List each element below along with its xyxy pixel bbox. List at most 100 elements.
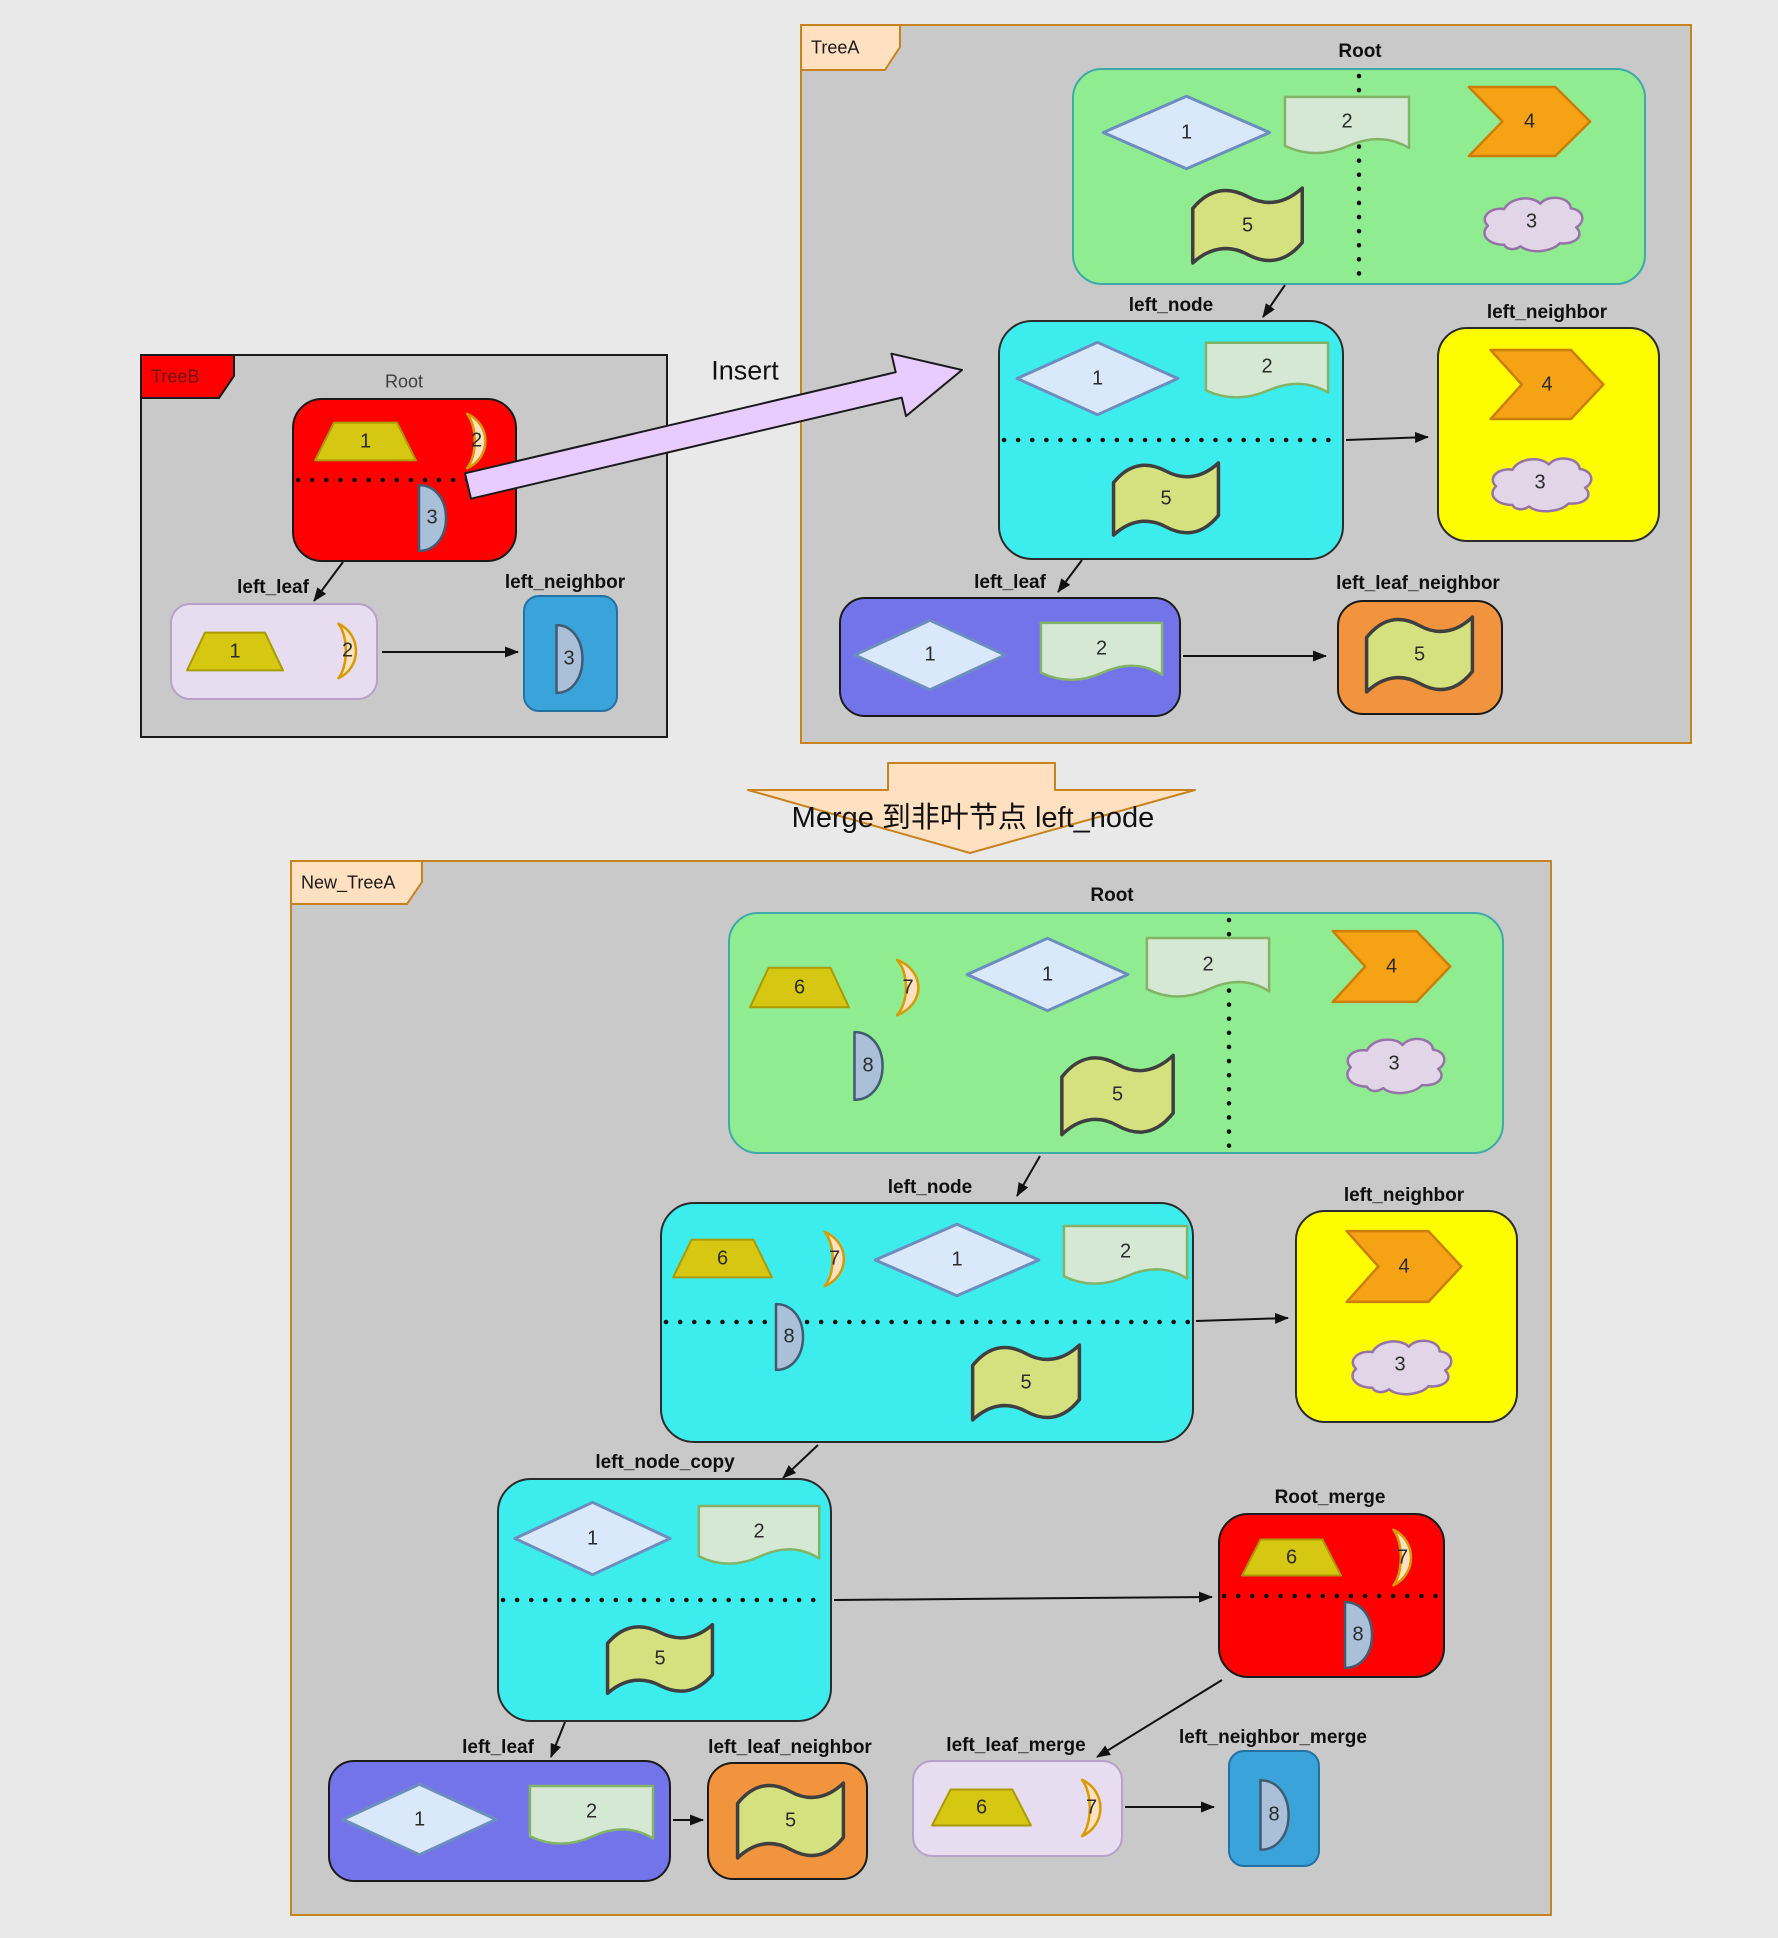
paper-shape[interactable]: 2 <box>695 1503 823 1577</box>
cloud-shape[interactable]: 3 <box>1485 445 1595 520</box>
node-label-new_treea-root_merge: Root_merge <box>1274 1487 1386 1508</box>
chevron-shape[interactable]: 4 <box>1343 1228 1465 1305</box>
diamond-shape[interactable]: 1 <box>338 1782 501 1857</box>
halfcircle-shape[interactable]: 8 <box>1248 1778 1300 1852</box>
shape-number: 1 <box>359 430 372 452</box>
moon-shape[interactable]: 7 <box>1382 1528 1423 1587</box>
node-label-new_treea-left_neighbor: left_neighbor <box>1343 1185 1465 1206</box>
shape-number: 2 <box>341 639 354 662</box>
moon-shape[interactable]: 2 <box>327 622 368 680</box>
wave-shape[interactable]: 5 <box>603 1620 717 1698</box>
node-label-treea-root: Root <box>1338 41 1382 62</box>
shape-number: 2 <box>1119 1240 1132 1263</box>
shape-number: 2 <box>753 1520 765 1543</box>
shape-number: 1 <box>1041 963 1054 985</box>
shape-number: 6 <box>716 1247 729 1269</box>
shape-number: 1 <box>413 1808 426 1830</box>
shape-number: 5 <box>1160 487 1172 510</box>
wave-shape[interactable]: 5 <box>1109 458 1223 540</box>
frame-tab-label-TreeA: TreeA <box>811 37 860 58</box>
wave-shape[interactable]: 5 <box>733 1778 848 1863</box>
diamond-shape[interactable]: 1 <box>962 936 1133 1013</box>
node-label-treea-left_neighbor: left_neighbor <box>1486 302 1608 323</box>
wave-shape[interactable]: 5 <box>968 1340 1084 1425</box>
frame-tab-TreeB[interactable] <box>140 354 236 400</box>
shape-number: 6 <box>1285 1546 1298 1568</box>
trapezoid-shape[interactable]: 6 <box>671 1237 774 1280</box>
shape-number: 7 <box>1396 1546 1409 1568</box>
chevron-shape[interactable]: 4 <box>1487 347 1607 422</box>
shape-number: 1 <box>229 640 241 662</box>
chevron-shape[interactable]: 4 <box>1465 84 1594 159</box>
shape-number: 3 <box>1534 471 1546 493</box>
shape-number: 5 <box>784 1809 797 1831</box>
shape-number: 2 <box>1095 637 1108 659</box>
diamond-shape[interactable]: 1 <box>1012 340 1183 417</box>
halfcircle-shape[interactable]: 8 <box>842 1030 894 1102</box>
frame-tab-TreeA[interactable] <box>800 24 902 72</box>
shape-number: 5 <box>1241 214 1254 236</box>
shape-number: 8 <box>1268 1803 1280 1826</box>
node-label-treeb-left_neighbor: left_neighbor <box>504 572 626 593</box>
shape-number: 2 <box>1261 355 1273 378</box>
moon-shape[interactable]: 7 <box>1070 1778 1113 1838</box>
node-label-new_treea-left_leaf: left_leaf <box>462 1737 534 1758</box>
shape-number: 5 <box>1413 643 1426 665</box>
cloud-shape[interactable]: 3 <box>1477 184 1586 260</box>
paper-shape[interactable]: 2 <box>526 1783 657 1857</box>
wave-shape[interactable]: 5 <box>1188 183 1307 268</box>
shape-number: 3 <box>426 506 438 529</box>
diamond-shape[interactable]: 1 <box>1098 94 1275 171</box>
shape-number: 2 <box>470 429 483 452</box>
shape-number: 4 <box>1398 1255 1410 1277</box>
wave-shape[interactable]: 5 <box>1057 1050 1178 1140</box>
paper-shape[interactable]: 2 <box>1037 620 1166 693</box>
shape-number: 1 <box>586 1527 599 1549</box>
node-label-new_treea-left_node_copy: left_node_copy <box>595 1452 735 1473</box>
node-label-treea-left_node: left_node <box>1128 295 1214 316</box>
node-label-new_treea-left_neighbor_merge: left_neighbor_merge <box>1179 1727 1367 1748</box>
paper-shape[interactable]: 2 <box>1281 94 1413 166</box>
shape-number: 7 <box>1085 1796 1098 1819</box>
trapezoid-shape[interactable]: 6 <box>748 965 851 1010</box>
diamond-shape[interactable]: 1 <box>870 1222 1044 1298</box>
trapezoid-shape[interactable]: 1 <box>313 420 418 463</box>
halfcircle-shape[interactable]: 3 <box>545 623 593 695</box>
halfcircle-shape[interactable]: 3 <box>407 483 457 553</box>
shape-number: 2 <box>1202 953 1214 975</box>
node-label-treea-left_leaf: left_leaf <box>974 572 1046 593</box>
diamond-shape[interactable]: 1 <box>510 1500 675 1577</box>
node-label-new_treea-left_leaf_merge: left_leaf_merge <box>946 1735 1086 1756</box>
trapezoid-shape[interactable]: 1 <box>185 630 285 673</box>
node-label-treeb-root: Root <box>384 371 424 392</box>
shape-number: 3 <box>563 647 575 670</box>
wave-shape[interactable]: 5 <box>1362 612 1477 697</box>
trapezoid-shape[interactable]: 6 <box>930 1787 1033 1828</box>
chevron-shape[interactable]: 4 <box>1329 928 1454 1005</box>
frame-tab-label-New_TreeA: New_TreeA <box>301 872 396 893</box>
shape-number: 2 <box>585 1800 598 1823</box>
diamond-shape[interactable]: 1 <box>850 618 1010 692</box>
paper-shape[interactable]: 2 <box>1060 1223 1191 1297</box>
shape-number: 8 <box>1352 1623 1364 1646</box>
trapezoid-shape[interactable]: 6 <box>1240 1537 1343 1578</box>
halfcircle-shape[interactable]: 8 <box>1333 1600 1383 1670</box>
moon-shape[interactable]: 7 <box>883 958 933 1017</box>
frame-tab-New_TreeA[interactable] <box>290 860 424 906</box>
moon-shape[interactable]: 7 <box>812 1230 857 1288</box>
shape-number: 6 <box>793 976 806 998</box>
moon-shape[interactable]: 2 <box>455 412 498 470</box>
node-label-treeb-left_leaf: left_leaf <box>237 577 309 598</box>
cloud-shape[interactable]: 3 <box>1340 1025 1448 1102</box>
shape-number: 3 <box>1525 210 1538 233</box>
shape-number: 4 <box>1541 373 1553 395</box>
shape-number: 1 <box>1180 121 1193 143</box>
shape-number: 6 <box>975 1796 988 1818</box>
merge-label: Merge 到非叶节点 left_node <box>791 802 1155 834</box>
insert-label: Insert <box>711 355 779 386</box>
frame-tab-label-TreeB: TreeB <box>151 366 200 387</box>
paper-shape[interactable]: 2 <box>1143 935 1273 1010</box>
paper-shape[interactable]: 2 <box>1202 340 1332 410</box>
halfcircle-shape[interactable]: 8 <box>764 1302 814 1372</box>
cloud-shape[interactable]: 3 <box>1345 1327 1455 1403</box>
